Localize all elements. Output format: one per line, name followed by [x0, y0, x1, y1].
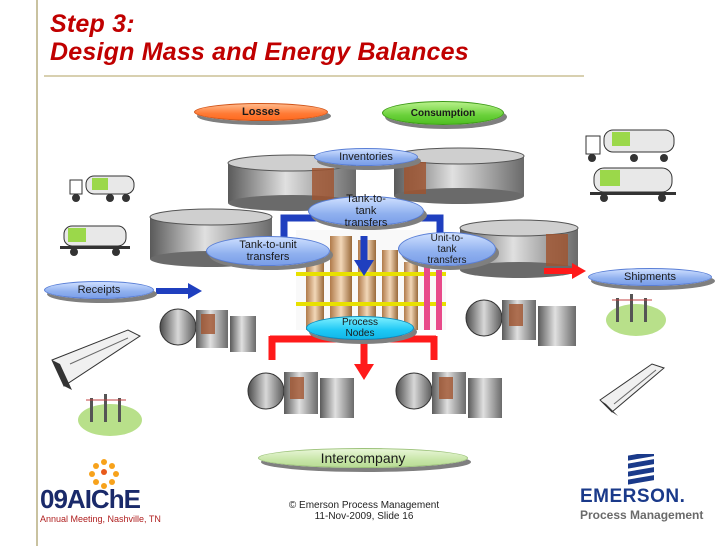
aiche-dots-icon — [89, 459, 119, 489]
title-line-1: Step 3: — [50, 10, 135, 38]
tank-cluster-left — [159, 308, 256, 352]
tank-to-tank-pill: Tank-to-tank transfers — [308, 193, 424, 229]
aiche-logo-subtext: Annual Meeting, Nashville, TN — [40, 514, 161, 524]
tank-cluster-right — [465, 299, 576, 346]
tanker-ship-icon — [51, 329, 141, 390]
process-nodes-pill: Process Nodes — [306, 316, 414, 340]
tanker-truck-icon — [69, 175, 135, 202]
aiche-logo: 09AIChE Annual Meeting, Nashville, TN — [40, 458, 170, 530]
losses-pill: Losses — [194, 103, 328, 121]
aiche-logo-text: 09AIChE — [40, 484, 141, 514]
emerson-mark-icon — [628, 454, 654, 485]
title-line-2: Design Mass and Energy Balances — [50, 38, 469, 66]
emerson-logo-subtext: Process Management — [580, 508, 704, 522]
slide-title: Step 3: Design Mass and Energy Balances — [50, 10, 469, 66]
consumption-pill: Consumption — [382, 101, 504, 125]
copyright-text: © Emerson Process Management — [288, 500, 440, 511]
emerson-logo-text: EMERSON. — [580, 486, 686, 507]
intercompany-pill: Intercompany — [258, 448, 468, 468]
emerson-logo: EMERSON. Process Management — [578, 454, 708, 524]
power-substation-icon — [606, 294, 666, 336]
storage-tank — [227, 154, 357, 211]
blue-flow-arrows — [156, 214, 444, 299]
slide-title-rule — [44, 75, 584, 77]
tank-to-unit-pill: Tank-to-unit transfers — [206, 236, 330, 266]
slide-left-rule — [36, 0, 38, 546]
storage-tank — [393, 147, 525, 204]
railcar-icon — [60, 225, 130, 256]
slide-footer: © Emerson Process Management 11-Nov-2009… — [270, 500, 458, 522]
date-slide-text: 11-Nov-2009, Slide 16 — [314, 511, 414, 522]
receipts-pill: Receipts — [44, 281, 154, 299]
inventories-pill: Inventories — [314, 148, 418, 166]
tank-cluster-bottom-left — [247, 372, 354, 418]
tank-cluster-bottom-right — [395, 372, 502, 418]
unit-to-tank-pill: Unit-to-tank transfers — [398, 232, 496, 266]
tanker-ship-icon — [599, 363, 666, 416]
tanker-truck-icon — [585, 129, 675, 162]
power-substation-icon — [78, 394, 142, 436]
shipments-pill: Shipments — [588, 268, 712, 286]
railcar-icon — [590, 167, 676, 202]
